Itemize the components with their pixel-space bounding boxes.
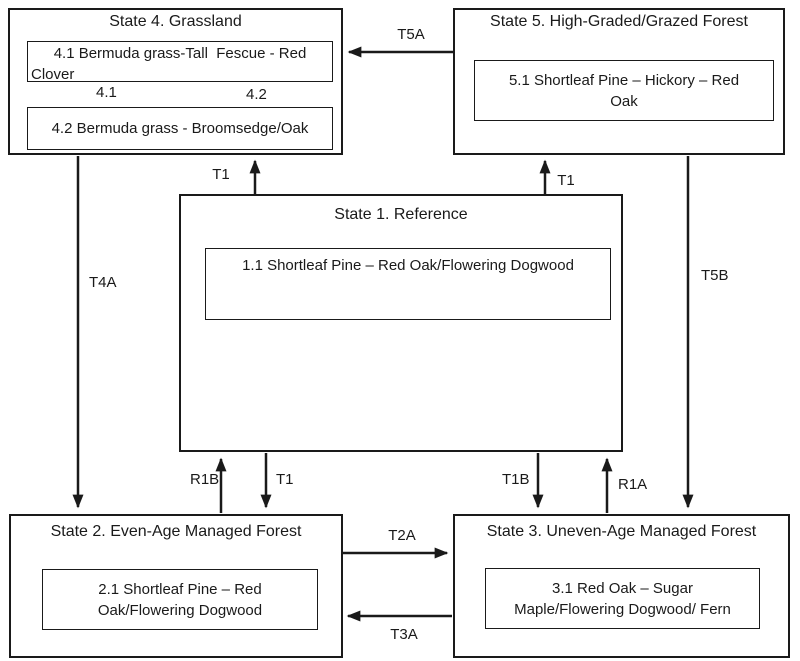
- transition-label-r1b: R1B: [190, 471, 220, 488]
- transition-label-t5b: T5B: [701, 267, 729, 284]
- community-2-1-line-2: Oak/Flowering Dogwood: [97, 601, 263, 619]
- pathway-label-4-1: 4.1: [96, 84, 117, 101]
- state-4-box: State 4. Grassland 4.1 Bermuda grass-Tal…: [8, 8, 343, 155]
- transition-label-r1a: R1A: [618, 476, 648, 493]
- community-4-2-box: 4.2 Bermuda grass - Broomsedge/Oak: [27, 107, 333, 150]
- state-1-box: State 1. Reference 1.1 Shortleaf Pine – …: [179, 194, 623, 452]
- community-3-1-line-1: 3.1 Red Oak – Sugar: [552, 579, 693, 597]
- transition-label-t4a: T4A: [89, 274, 117, 291]
- state-5-title: State 5. High-Graded/Grazed Forest: [490, 13, 748, 30]
- transition-label-t2a: T2A: [388, 527, 416, 544]
- transition-label-t3a: T3A: [390, 626, 418, 643]
- transition-label-t1-to-state2: T1: [276, 471, 294, 488]
- community-4-2-line-1: 4.2 Bermuda grass - Broomsedge/Oak: [51, 120, 309, 137]
- community-2-1-box: 2.1 Shortleaf Pine – Red Oak/Flowering D…: [42, 569, 318, 630]
- community-4-1-line-2: Clover: [31, 66, 75, 83]
- transition-label-t1-to-state4: T1: [212, 166, 230, 183]
- state-3-box: State 3. Uneven-Age Managed Forest 3.1 R…: [453, 514, 790, 658]
- state-3-title: State 3. Uneven-Age Managed Forest: [486, 523, 757, 540]
- transition-label-t5a: T5A: [397, 26, 425, 43]
- community-5-1-line-2: Oak: [610, 92, 638, 110]
- pathway-label-4-2: 4.2: [246, 86, 267, 103]
- transition-label-t1b: T1B: [502, 471, 530, 488]
- community-1-1-line-1: 1.1 Shortleaf Pine – Red Oak/Flowering D…: [242, 257, 574, 274]
- state-2-box: State 2. Even-Age Managed Forest 2.1 Sho…: [9, 514, 343, 658]
- state-4-title: State 4. Grassland: [109, 13, 242, 30]
- state-5-box: State 5. High-Graded/Grazed Forest 5.1 S…: [453, 8, 785, 155]
- community-3-1-line-2: Maple/Flowering Dogwood/ Fern: [514, 600, 731, 618]
- community-4-1-box: 4.1 Bermuda grass-Tall Fescue - Red Clov…: [27, 41, 333, 83]
- state-1-title: State 1. Reference: [334, 206, 468, 223]
- community-4-1-line-1: 4.1 Bermuda grass-Tall Fescue - Red: [53, 45, 307, 62]
- state-2-title: State 2. Even-Age Managed Forest: [50, 523, 302, 540]
- community-3-1-box: 3.1 Red Oak – Sugar Maple/Flowering Dogw…: [485, 568, 760, 629]
- community-2-1-line-1: 2.1 Shortleaf Pine – Red: [98, 580, 262, 598]
- community-5-1-line-1: 5.1 Shortleaf Pine – Hickory – Red: [508, 71, 740, 89]
- community-1-1-box: 1.1 Shortleaf Pine – Red Oak/Flowering D…: [205, 248, 611, 320]
- transition-label-t1-to-state5: T1: [557, 172, 575, 189]
- community-5-1-box: 5.1 Shortleaf Pine – Hickory – Red Oak: [474, 60, 774, 121]
